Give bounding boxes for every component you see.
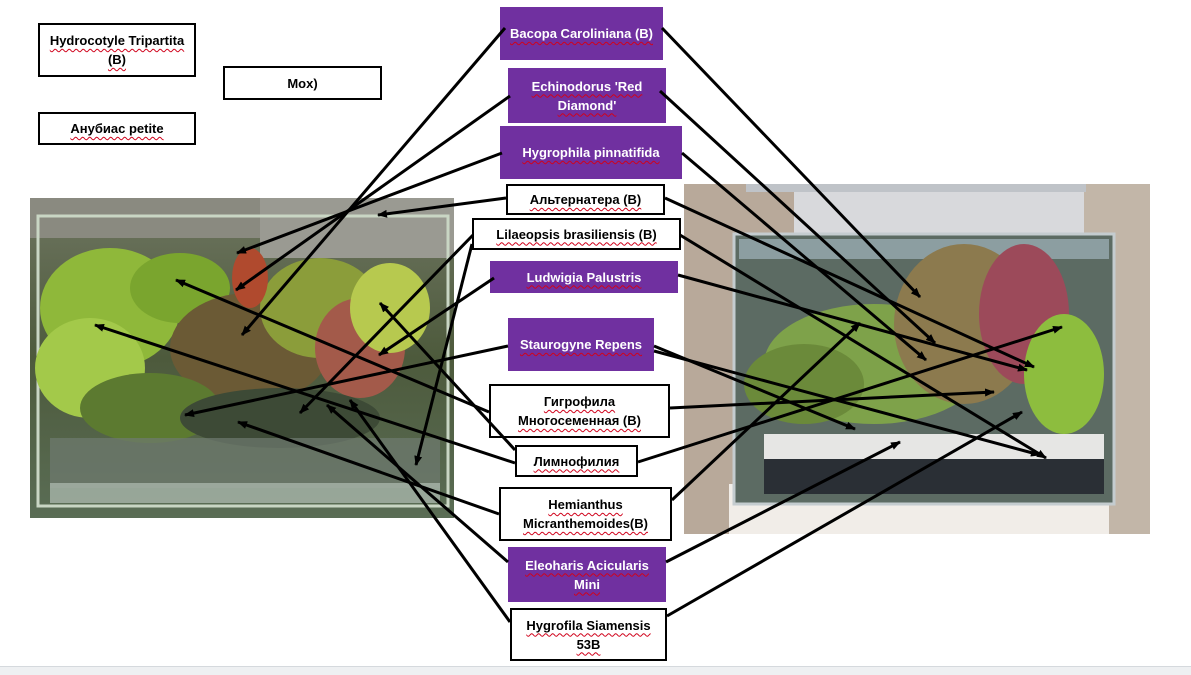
- label-lilaeopsis-text: Lilaeopsis brasiliensis (B): [496, 226, 657, 242]
- label-staurogyne: Staurogyne Repens: [508, 318, 654, 371]
- left-aquarium-photo: [30, 198, 454, 518]
- label-limnophila: Лимнофилия: [515, 445, 638, 477]
- right-aquarium-photo: [684, 184, 1150, 534]
- label-hemianthus-text: Hemianthus Micranthemoides(B): [523, 497, 648, 531]
- label-mox-text: Mox): [287, 75, 318, 91]
- label-alternanthera-text: Альтернатера (B): [529, 192, 642, 207]
- label-lilaeopsis: Lilaeopsis brasiliensis (B): [472, 218, 681, 250]
- label-hygrophila-pinnatifida: Hygrophila pinnatifida: [500, 126, 682, 179]
- label-hygrofila-siamensis-text: Hygrofila Siamensis 53B: [526, 617, 651, 652]
- label-eleocharis: Eleoharis Acicularis Mini: [508, 547, 666, 602]
- label-echinodorus-text: Echinodorus 'Red Diamond': [531, 78, 643, 113]
- label-ludwigia: Ludwigia Palustris: [490, 261, 678, 293]
- label-alternanthera: Альтернатера (B): [506, 184, 665, 215]
- label-limnophila-text: Лимнофилия: [533, 453, 620, 469]
- label-mox: Mox): [223, 66, 382, 100]
- label-hydrocotyle-text: Hydrocotyle Tripartita (B): [49, 33, 185, 67]
- label-staurogyne-text: Staurogyne Repens: [519, 337, 643, 352]
- label-hygrophila-polysperma-text: Гигрофила Многосеменная (B): [518, 394, 641, 428]
- label-anubias: Анубиас petite: [38, 112, 196, 145]
- label-hygrofila-siamensis: Hygrofila Siamensis 53B: [510, 608, 667, 661]
- label-echinodorus: Echinodorus 'Red Diamond': [508, 68, 666, 123]
- label-hydrocotyle: Hydrocotyle Tripartita (B): [38, 23, 196, 77]
- label-ludwigia-text: Ludwigia Palustris: [526, 269, 642, 285]
- bottom-status-bar: [0, 666, 1191, 675]
- label-bacopa-text: Bacopa Caroliniana (B): [509, 26, 654, 41]
- label-hemianthus: Hemianthus Micranthemoides(B): [499, 487, 672, 541]
- label-bacopa: Bacopa Caroliniana (B): [500, 7, 663, 60]
- label-anubias-text: Анубиас petite: [70, 121, 164, 136]
- label-hygrophila-polysperma: Гигрофила Многосеменная (B): [489, 384, 670, 438]
- label-hygrophila-pinnatifida-text: Hygrophila pinnatifida: [522, 145, 660, 160]
- label-eleocharis-text: Eleoharis Acicularis Mini: [525, 557, 649, 592]
